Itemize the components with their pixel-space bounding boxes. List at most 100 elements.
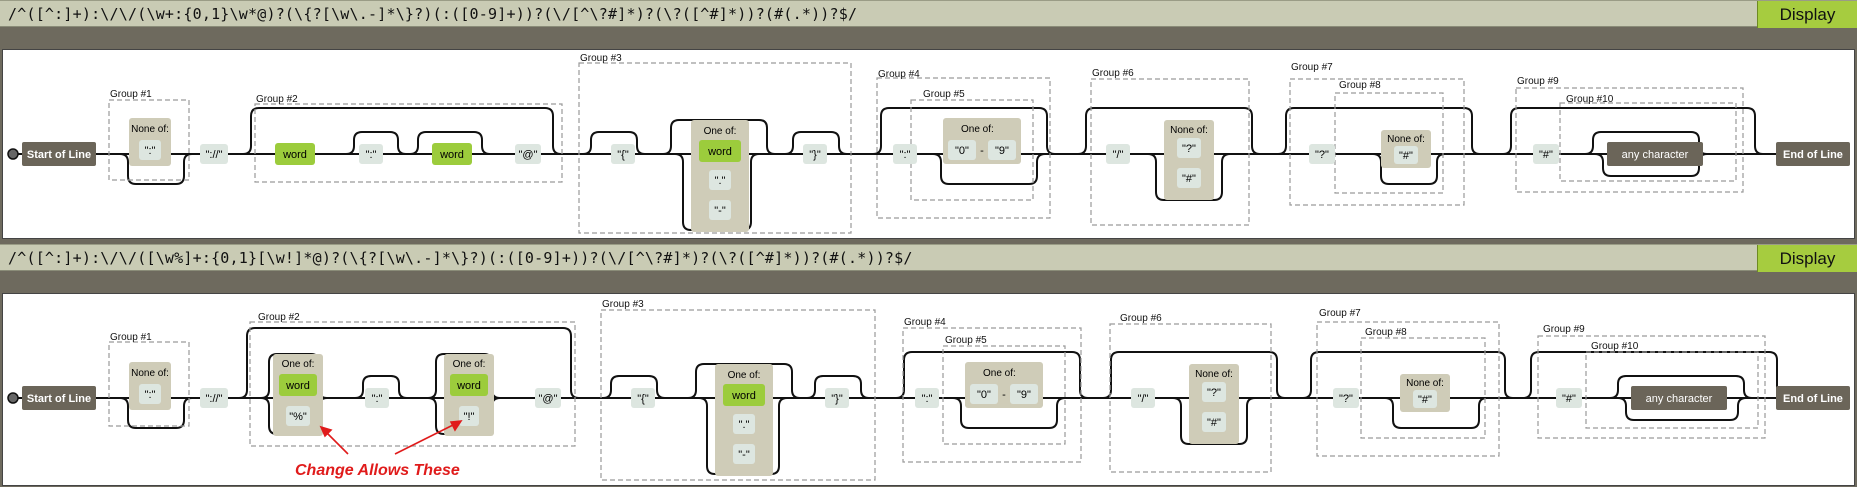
group-8-label: Group #8: [1339, 80, 1381, 91]
diagram-node-label: "{": [617, 149, 629, 161]
diagram-node-box: [988, 140, 1016, 160]
diagram-node-box: [365, 388, 389, 408]
diagram-node-label: None of:: [131, 124, 169, 135]
diagram-node-label: One of:: [704, 126, 737, 137]
diagram-node-box: [876, 77, 1051, 219]
start-of-line-terminal: [22, 142, 96, 166]
end-of-line-label: End of Line: [1783, 149, 1843, 161]
diagram-node-box: [1164, 120, 1214, 200]
diagram-node-label: word: [285, 380, 310, 392]
diagram-node-label: any character: [1622, 149, 1689, 161]
diagram-node-box: [1607, 142, 1703, 166]
diagram-node-label: any character: [1646, 393, 1713, 405]
diagram-node-box: [1333, 388, 1359, 408]
diagram-node-label: "#": [1562, 393, 1576, 405]
diagram-node-box: [1413, 390, 1437, 408]
diagram-node-box: [286, 406, 310, 426]
display-button-bottom[interactable]: Display: [1757, 245, 1857, 272]
diagram-node-box: [139, 140, 161, 160]
diagram-node-label: "://": [206, 149, 223, 161]
diagram-node-box: [1537, 335, 1766, 439]
diagram-node-label: word: [707, 146, 732, 158]
diagram-node-label: Group #9: [1543, 324, 1585, 335]
group-3-label: Group #3: [580, 53, 622, 64]
group-9-label: Group #9: [1517, 76, 1559, 87]
diagram-node-box: [970, 384, 998, 404]
diagram-node-label: "#": [1399, 150, 1413, 162]
diagram-node-label: None of:: [1195, 369, 1233, 380]
diagram-node-box: [1559, 102, 1737, 182]
diagram-node-box: [535, 388, 561, 408]
diagram-node-box: [893, 144, 917, 164]
diagram-node-label: ".": [739, 419, 750, 431]
diagram-node-label: "-": [714, 205, 726, 217]
diagram-node-label: "#": [1418, 394, 1432, 406]
diagram-node-label: ".": [715, 175, 726, 187]
diagram-node-label: Group #10: [1591, 341, 1639, 352]
diagram-node-label: None of:: [1406, 378, 1444, 389]
diagram-node-box: [515, 144, 541, 164]
diagram-node-label: ":": [145, 145, 156, 157]
diagram-node-label: "/": [1138, 393, 1149, 405]
group-7-label: Group #7: [1291, 62, 1333, 73]
diagram-node-box: [279, 374, 317, 396]
start-of-line-label: Start of Line: [27, 149, 91, 161]
diagram-node-box: [1177, 168, 1201, 188]
diagram-node-box: [1556, 388, 1582, 408]
diagram-node-box: [1202, 412, 1226, 432]
diagram-node-label: "#": [1182, 173, 1196, 185]
diagram-node-box: [709, 170, 731, 190]
diagram-node-label: One of:: [983, 368, 1016, 379]
regex-input-bottom[interactable]: /^([^:]+):\/\/([\w%]+:{0,1}[\w!]*@)?(\{?…: [8, 249, 913, 267]
diagram-node-box: [600, 309, 876, 481]
diagram-node-box: [359, 144, 383, 164]
diagram-node-label: word: [282, 149, 307, 161]
group-4-label: Group #4: [878, 69, 920, 80]
diagram-node-label: One of:: [453, 359, 486, 370]
display-button-top[interactable]: Display: [1757, 1, 1857, 28]
diagram-node-label: "@": [539, 393, 558, 405]
regex-bar-bottom: /^([^:]+):\/\/([\w%]+:{0,1}[\w!]*@)?(\{?…: [0, 244, 1857, 272]
diagram-node-box: [450, 374, 488, 396]
diagram-node-box: [1109, 323, 1272, 473]
diagram-node-box: [1202, 382, 1226, 402]
diagram-node-box: [1189, 364, 1239, 444]
regex-input-top[interactable]: /^([^:]+):\/\/(\w+:{0,1}\w*@)?(\{?[\w\.-…: [8, 5, 858, 23]
diagram-node-box: [1533, 144, 1559, 164]
diagram-node-box: [1010, 384, 1038, 404]
start-of-line-label: Start of Line: [27, 393, 91, 405]
diagram-node-box: [1776, 386, 1850, 410]
diagram-node-label: Group #6: [1120, 313, 1162, 324]
diagram-node-label: ":": [372, 393, 383, 405]
diagram-node-label: ":": [366, 149, 377, 161]
diagram-node-label: "9": [1017, 389, 1031, 401]
diagram-node-box: [139, 384, 161, 404]
diagram-node-label: "0": [955, 145, 969, 157]
diagram-node-box: [254, 103, 563, 183]
diagram-node-label: Group #8: [1365, 327, 1407, 338]
annotation-text: Change Allows These: [295, 462, 460, 479]
diagram-node-box: [631, 388, 655, 408]
diagram-node-box: [803, 144, 827, 164]
diagram-node-label: "9": [995, 145, 1009, 157]
diagram-node-box: [915, 388, 939, 408]
diagram-node-box: [459, 406, 479, 426]
diagram-node-box: [1309, 144, 1335, 164]
diagram-node-box: [1131, 388, 1155, 408]
regex-bar-top: /^([^:]+):\/\/(\w+:{0,1}\w*@)?(\{?[\w\.-…: [0, 0, 1857, 28]
diagram-node-box: [200, 144, 228, 164]
diagram-node-label: One of:: [728, 370, 761, 381]
railroad-svg-bottom: Start of Line End of Line Group #1 Group…: [7, 299, 1850, 481]
diagram-node-box: [200, 388, 228, 408]
diagram-node-label: Group #4: [904, 317, 946, 328]
diagram-node-label: -: [1002, 389, 1006, 401]
diagram-node-label: "://": [206, 393, 223, 405]
group-10-label: Group #10: [1566, 94, 1614, 105]
diagram-node-box: [948, 140, 976, 160]
diagram-node-label: word: [439, 149, 464, 161]
railroad-svg-top: Start of Line End of Line Group #1 Group…: [7, 53, 1850, 234]
diagram-node-label: "}": [809, 149, 821, 161]
diagram-node-box: [578, 62, 852, 234]
diagram-node-label: "?": [1339, 393, 1353, 405]
group-2-label: Group #2: [256, 94, 298, 105]
